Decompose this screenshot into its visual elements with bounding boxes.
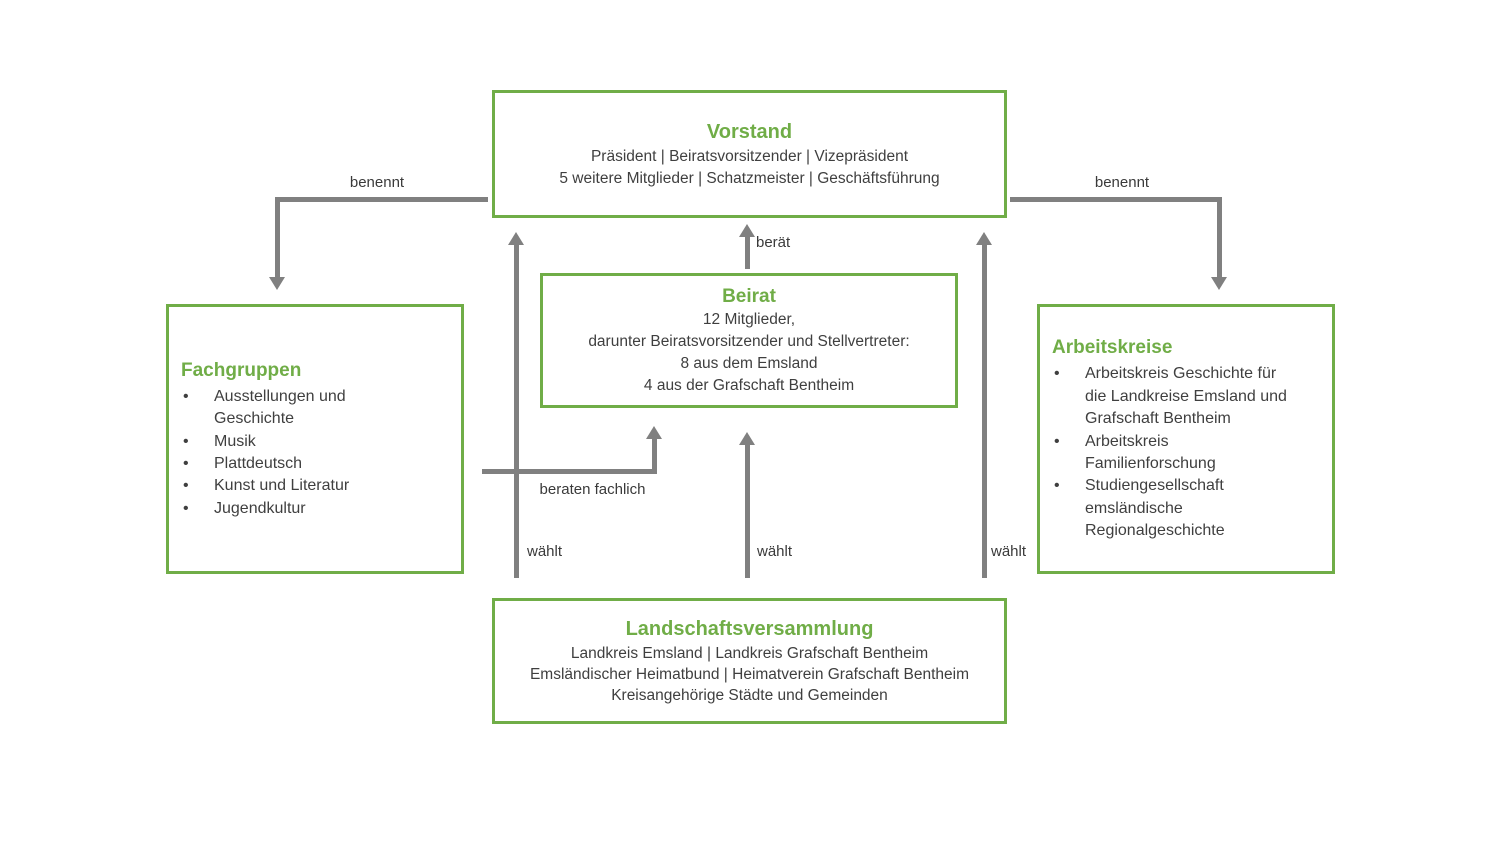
arrow-label: wählt (991, 543, 1027, 560)
connector-line (1010, 197, 1222, 202)
bullet-icon (183, 453, 214, 475)
arrowhead-up-icon (739, 432, 755, 445)
arrowhead-down-icon (269, 277, 285, 290)
fachgruppen-list: Ausstellungen und Geschichte Musik Platt… (181, 386, 461, 520)
connector-line (514, 245, 519, 578)
box-vorstand: Vorstand Präsident | Beiratsvorsitzender… (492, 90, 1007, 218)
beirat-line-2: darunter Beiratsvorsitzender und Stellve… (588, 333, 910, 350)
connector-line (277, 197, 488, 202)
arbeitskreise-title: Arbeitskreise (1052, 337, 1173, 359)
connector-line (745, 445, 750, 578)
bullet-icon (183, 475, 214, 497)
bullet-icon (1054, 431, 1085, 476)
arrow-label: beraten fachlich (539, 481, 646, 498)
arrowhead-up-icon (646, 426, 662, 439)
vorstand-title: Vorstand (706, 120, 793, 143)
bullet-icon (183, 431, 214, 453)
connector-line (275, 197, 280, 277)
fachgruppen-title: Fachgruppen (181, 359, 302, 381)
beirat-title: Beirat (722, 286, 776, 307)
arrow-label: benennt (349, 174, 405, 191)
list-item: Kunst und Literatur (183, 475, 461, 497)
connector-line (1217, 197, 1222, 277)
connector-line (982, 245, 987, 578)
beirat-line-4: 4 aus der Grafschaft Bentheim (643, 377, 855, 394)
bullet-icon (183, 498, 214, 520)
vorstand-line-1: Präsident | Beiratsvorsitzender | Vizepr… (590, 147, 909, 165)
landschaftsversammlung-title: Landschaftsversammlung (625, 618, 874, 640)
landschaftsversammlung-line-3: Kreisangehörige Städte und Gemeinden (611, 687, 888, 704)
arrowhead-up-icon (976, 232, 992, 245)
vorstand-line-2: 5 weitere Mitglieder | Schatzmeister | G… (559, 169, 940, 187)
landschaftsversammlung-line-1: Landkreis Emsland | Landkreis Grafschaft… (570, 645, 929, 662)
arrowhead-up-icon (739, 224, 755, 237)
connector-line (482, 469, 657, 474)
list-item: Arbeitskreis Familienforschung (1054, 431, 1332, 476)
box-beirat: Beirat 12 Mitglieder, darunter Beiratsvo… (540, 273, 958, 408)
list-item: Studiengesellschaft emsländische Regiona… (1054, 475, 1332, 542)
beirat-line-3: 8 aus dem Emsland (680, 355, 818, 372)
list-item: Ausstellungen und Geschichte (183, 386, 461, 431)
box-landschaftsversammlung: Landschaftsversammlung Landkreis Emsland… (492, 598, 1007, 724)
list-item: Arbeitskreis Geschichte für die Landkrei… (1054, 363, 1332, 430)
bullet-icon (1054, 363, 1085, 430)
arrow-label: benennt (1094, 174, 1150, 191)
bullet-icon (183, 386, 214, 431)
arrow-label: wählt (757, 543, 793, 560)
landschaftsversammlung-line-2: Emsländischer Heimatbund | Heimatverein … (529, 666, 970, 683)
arrow-label: wählt (527, 543, 563, 560)
arrow-label: berät (756, 234, 791, 251)
box-arbeitskreise: Arbeitskreise Arbeitskreis Geschichte fü… (1037, 304, 1335, 574)
list-item: Musik (183, 431, 461, 453)
arbeitskreise-list: Arbeitskreis Geschichte für die Landkrei… (1052, 363, 1332, 542)
box-fachgruppen: Fachgruppen Ausstellungen und Geschichte… (166, 304, 464, 574)
beirat-line-1: 12 Mitglieder, (702, 311, 796, 328)
list-item: Plattdeutsch (183, 453, 461, 475)
arrowhead-down-icon (1211, 277, 1227, 290)
list-item: Jugendkultur (183, 498, 461, 520)
bullet-icon (1054, 475, 1085, 542)
connector-line (652, 439, 657, 474)
arrowhead-up-icon (508, 232, 524, 245)
connector-line (745, 237, 750, 269)
